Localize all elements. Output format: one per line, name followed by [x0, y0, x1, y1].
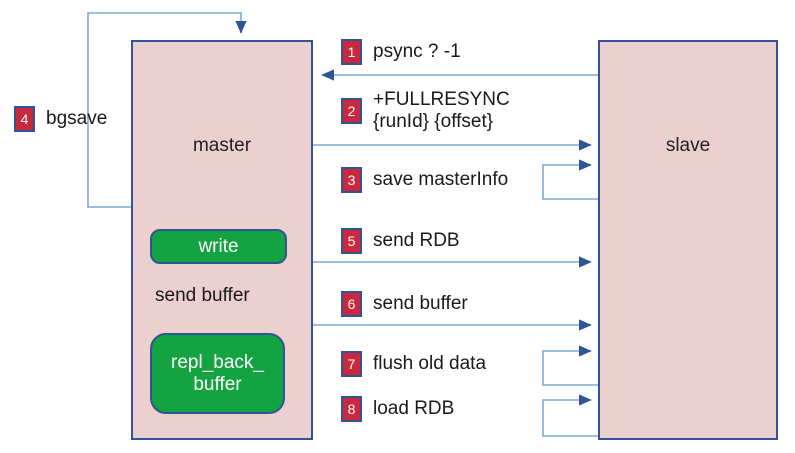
step-3[interactable]: 3 save masterInfo: [341, 167, 508, 193]
node-master-label: master: [192, 135, 252, 156]
step-2-text: +FULLRESYNC {runId} {offset}: [373, 89, 510, 133]
wire-step-3: [542, 159, 598, 200]
box-repl-back-buffer[interactable]: repl_back_ buffer: [150, 333, 285, 414]
step-6-badge: 6: [341, 291, 362, 317]
step-3-text: save masterInfo: [373, 168, 509, 190]
step-1[interactable]: 1 psync ? -1: [341, 39, 461, 65]
step-1-badge: 1: [341, 39, 362, 65]
step-2[interactable]: 2 +FULLRESYNC {runId} {offset}: [341, 89, 510, 134]
node-slave-label: slave: [665, 135, 711, 156]
step-1-text: psync ? -1: [373, 40, 461, 62]
step-4[interactable]: 4 bgsave: [14, 106, 107, 132]
step-8[interactable]: 8 load RDB: [341, 396, 454, 422]
step-4-text: bgsave: [46, 107, 108, 129]
step-7-badge: 7: [341, 351, 362, 377]
step-5-text: send RDB: [373, 229, 460, 251]
label-send-buffer-internal: send buffer: [155, 285, 250, 306]
wire-step-7: [542, 345, 598, 386]
step-2-badge: 2: [341, 98, 362, 125]
step-4-badge: 4: [14, 106, 35, 132]
box-write[interactable]: write: [150, 229, 287, 264]
step-8-badge: 8: [341, 396, 362, 422]
step-8-text: load RDB: [373, 397, 455, 419]
step-7[interactable]: 7 flush old data: [341, 351, 486, 377]
step-3-badge: 3: [341, 167, 362, 193]
wire-step-8: [542, 394, 598, 437]
step-5-badge: 5: [341, 228, 362, 254]
step-6-text: send buffer: [373, 292, 468, 314]
step-5[interactable]: 5 send RDB: [341, 228, 460, 254]
step-7-text: flush old data: [373, 352, 487, 374]
step-6[interactable]: 6 send buffer: [341, 291, 468, 317]
node-slave[interactable]: slave: [598, 40, 778, 440]
